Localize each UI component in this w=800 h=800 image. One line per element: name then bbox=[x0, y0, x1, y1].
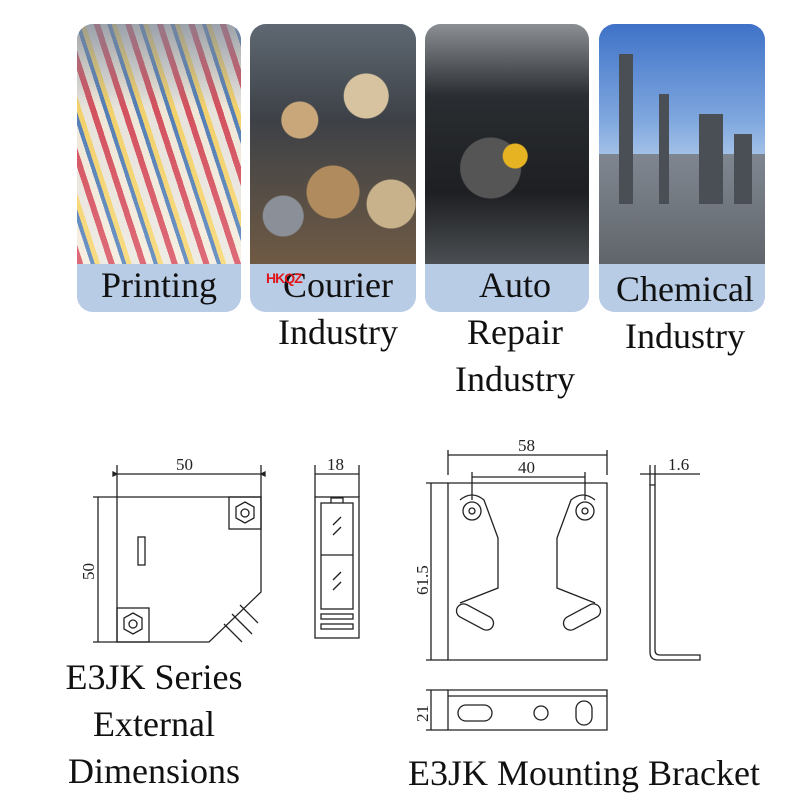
industry-card-printing bbox=[77, 24, 241, 312]
dim-bracket-height: 61.5 bbox=[413, 565, 432, 595]
industry-card-auto-repair bbox=[425, 24, 589, 312]
label-printing: Printing bbox=[100, 265, 217, 305]
label-courier: Courier Industry bbox=[278, 265, 398, 352]
sensor-front-view: 50 50 bbox=[79, 455, 266, 643]
dim-bracket-thickness: 1.6 bbox=[668, 455, 689, 474]
industry-card-chemical bbox=[599, 24, 765, 312]
auto-repair-photo bbox=[425, 24, 589, 264]
dim-sensor-depth: 18 bbox=[327, 455, 344, 474]
label-auto-repair: Auto Repair Industry bbox=[455, 265, 575, 399]
bracket-front-view: 58 40 61.5 bbox=[413, 436, 608, 661]
watermark-logo: HKQZ bbox=[266, 270, 303, 286]
dim-bracket-hole-spacing: 40 bbox=[518, 458, 535, 477]
bracket-side-view: 1.6 bbox=[640, 455, 701, 661]
dim-sensor-width: 50 bbox=[176, 455, 193, 474]
courier-photo bbox=[250, 24, 416, 264]
chemical-photo bbox=[599, 24, 765, 264]
caption-sensor-dimensions: E3JK Series External Dimensions bbox=[65, 657, 243, 791]
dim-bracket-total-width: 58 bbox=[518, 436, 535, 455]
sensor-side-view: 18 bbox=[314, 455, 360, 639]
industry-card-courier bbox=[250, 24, 416, 312]
label-chemical: Chemical Industry bbox=[616, 269, 754, 356]
printing-photo bbox=[77, 24, 241, 264]
dim-sensor-height: 50 bbox=[79, 563, 98, 580]
caption-mounting-bracket: E3JK Mounting Bracket bbox=[408, 753, 760, 793]
dim-bracket-base: 21 bbox=[413, 705, 432, 722]
bracket-bottom-view: 21 bbox=[413, 689, 608, 731]
